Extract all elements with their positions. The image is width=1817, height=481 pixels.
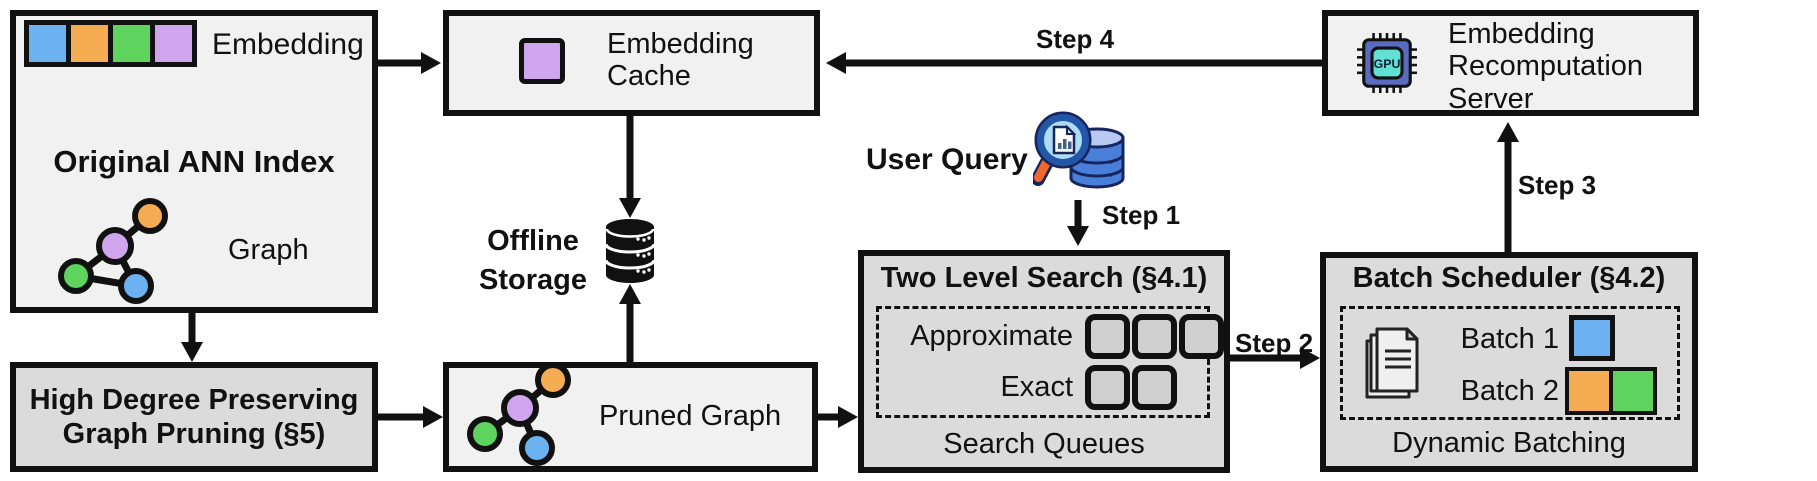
magnifier-over-database-icon	[1033, 111, 1125, 189]
high-degree-pruning-box: High Degree Preserving Graph Pruning (§5…	[10, 362, 378, 472]
node-blue	[118, 268, 154, 304]
approximate-queue-slots	[1085, 314, 1224, 359]
search-queues-caption: Search Queues	[943, 428, 1145, 460]
batch-1-square-blue	[1569, 315, 1615, 361]
queue-slot	[1085, 314, 1130, 359]
embedding-cache-label: Embedding Cache	[607, 28, 754, 93]
embedding-vector-icon	[24, 20, 197, 67]
high-degree-pruning-label: High Degree Preserving Graph Pruning (§5…	[29, 383, 359, 450]
queue-slot	[1132, 314, 1177, 359]
arrow-ann-to-pruning	[181, 313, 203, 362]
magnifier-handle	[1034, 158, 1051, 182]
batch-2-square-orange	[1569, 371, 1609, 411]
node-green	[58, 258, 94, 294]
original-ann-index-title: Original ANN Index	[53, 144, 335, 179]
pruned-graph-box: Pruned Graph	[443, 362, 818, 472]
node-orange	[535, 364, 571, 398]
arrow-pruned-to-storage	[619, 284, 641, 362]
batch-1-label: Batch 1	[1460, 323, 1559, 355]
dynamic-batching-caption: Dynamic Batching	[1392, 427, 1626, 459]
arrow-ann-to-cache	[378, 52, 441, 74]
dynamic-batching-panel: Batch 1 Batch 2	[1340, 306, 1680, 420]
documents-icon	[1365, 327, 1419, 399]
database-icon	[604, 219, 656, 283]
embedding-recomputation-server-box: GPU Embedding Recomputation Server	[1322, 10, 1699, 116]
batch-scheduler-title: Batch Scheduler (§4.2)	[1352, 262, 1666, 294]
arrow-pruning-to-pruned	[378, 406, 443, 428]
embedding-cell-green	[113, 25, 150, 62]
arrow-pruned-to-search	[818, 406, 858, 428]
node-orange	[132, 198, 168, 234]
cached-embedding-icon	[519, 38, 565, 84]
node-purple	[501, 389, 539, 427]
batch-2-square-green	[1613, 371, 1653, 411]
magnifier-icon	[1033, 111, 1092, 186]
queue-slot	[1085, 365, 1130, 410]
arrow-cache-to-storage	[619, 116, 641, 218]
document-glyph	[1052, 124, 1077, 155]
embedding-cell-orange	[71, 25, 108, 62]
embedding-recomputation-server-label: Embedding Recomputation Server	[1448, 18, 1644, 115]
gpu-text: GPU	[1374, 57, 1401, 71]
original-ann-index-box: Embedding Original ANN Index Graph	[10, 10, 378, 313]
arrow-step-4	[826, 52, 1322, 74]
exact-queue-label: Exact	[1000, 371, 1073, 403]
step-4-label: Step 4	[1036, 24, 1115, 54]
embedding-label: Embedding	[212, 28, 364, 61]
gpu-chip-icon: GPU	[1357, 33, 1417, 93]
step-3-label: Step 3	[1518, 170, 1597, 200]
batch-2-squares	[1565, 367, 1657, 415]
pruned-graph-label: Pruned Graph	[599, 400, 782, 432]
step-2-label: Step 2	[1235, 328, 1314, 358]
node-blue	[519, 430, 555, 466]
embedding-cell-blue	[29, 25, 66, 62]
node-green	[467, 416, 503, 452]
queue-slot	[1132, 365, 1177, 410]
offline-storage-label: Offline Storage	[479, 225, 587, 297]
exact-queue-slots	[1085, 365, 1224, 410]
search-queues-panel: Approximate Exact	[876, 306, 1224, 418]
two-level-search-title: Two Level Search (§4.1)	[880, 262, 1208, 294]
arrow-step-2	[1230, 347, 1320, 369]
arrow-step-1	[1067, 200, 1089, 246]
graph-label: Graph	[228, 234, 309, 266]
arrow-step-3	[1497, 122, 1519, 252]
approximate-queue-label: Approximate	[910, 320, 1073, 352]
batch-2-label: Batch 2	[1460, 375, 1559, 407]
step-1-label: Step 1	[1102, 200, 1181, 230]
node-purple	[96, 227, 134, 265]
original-graph-icon	[58, 198, 168, 304]
batch-scheduler-box: Batch Scheduler (§4.2) Batch 1 Batch 2	[1320, 252, 1698, 472]
two-level-search-box: Two Level Search (§4.1) Approximate Exac…	[858, 250, 1230, 473]
pruned-graph-icon	[467, 364, 571, 466]
user-query-label: User Query	[866, 143, 1028, 176]
embedding-cell-purple	[155, 25, 192, 62]
embedding-cache-box: Embedding Cache	[443, 10, 820, 116]
queue-slot	[1179, 314, 1224, 359]
